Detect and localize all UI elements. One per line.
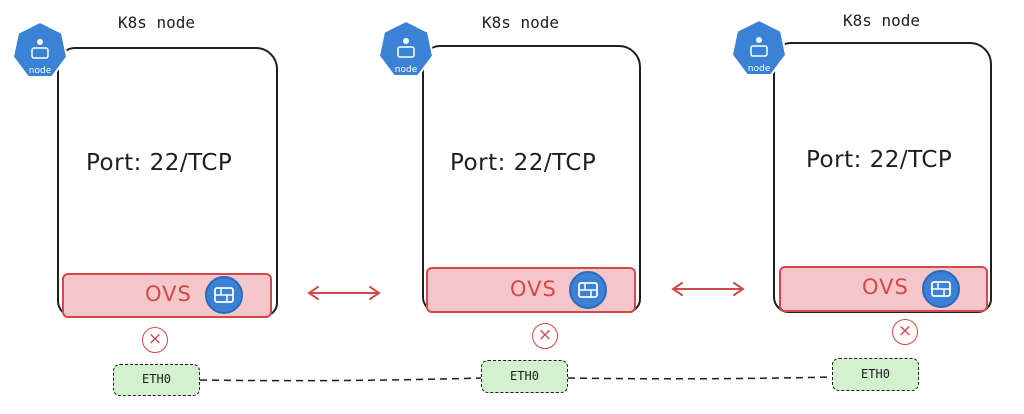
k8s-badge-label: node: [395, 65, 418, 75]
firewall-icon: [205, 276, 243, 314]
ovs-label: OVS: [862, 275, 909, 299]
k8s-badge-label: node: [748, 64, 771, 74]
ovs-label: OVS: [510, 277, 557, 301]
kubernetes-node-icon: node: [11, 20, 69, 82]
blocked-x-icon: ×: [892, 319, 918, 345]
firewall-icon: [922, 270, 960, 308]
eth-dashed-link-2: [567, 376, 833, 380]
port-label: Port: 22/TCP: [450, 150, 597, 176]
k8s-badge-label: node: [29, 66, 52, 76]
node-title: K8s node: [482, 13, 560, 32]
eth-interface: ETH0: [832, 358, 919, 391]
eth-dashed-link-1: [199, 377, 482, 382]
port-label: Port: 22/TCP: [86, 150, 233, 176]
eth-interface: ETH0: [113, 364, 200, 396]
ovs-link-arrow-2: [671, 282, 745, 296]
firewall-icon: [569, 271, 607, 309]
eth-interface: ETH0: [481, 360, 568, 393]
node-box: [773, 42, 992, 313]
kubernetes-node-icon: node: [730, 18, 788, 80]
node-title: K8s node: [118, 13, 196, 32]
node-title: K8s node: [843, 11, 921, 30]
blocked-x-icon: ×: [532, 323, 558, 349]
kubernetes-node-icon: node: [377, 19, 435, 81]
port-label: Port: 22/TCP: [806, 147, 953, 173]
ovs-label: OVS: [145, 282, 192, 306]
ovs-link-arrow-1: [307, 286, 381, 300]
blocked-x-icon: ×: [142, 327, 168, 353]
